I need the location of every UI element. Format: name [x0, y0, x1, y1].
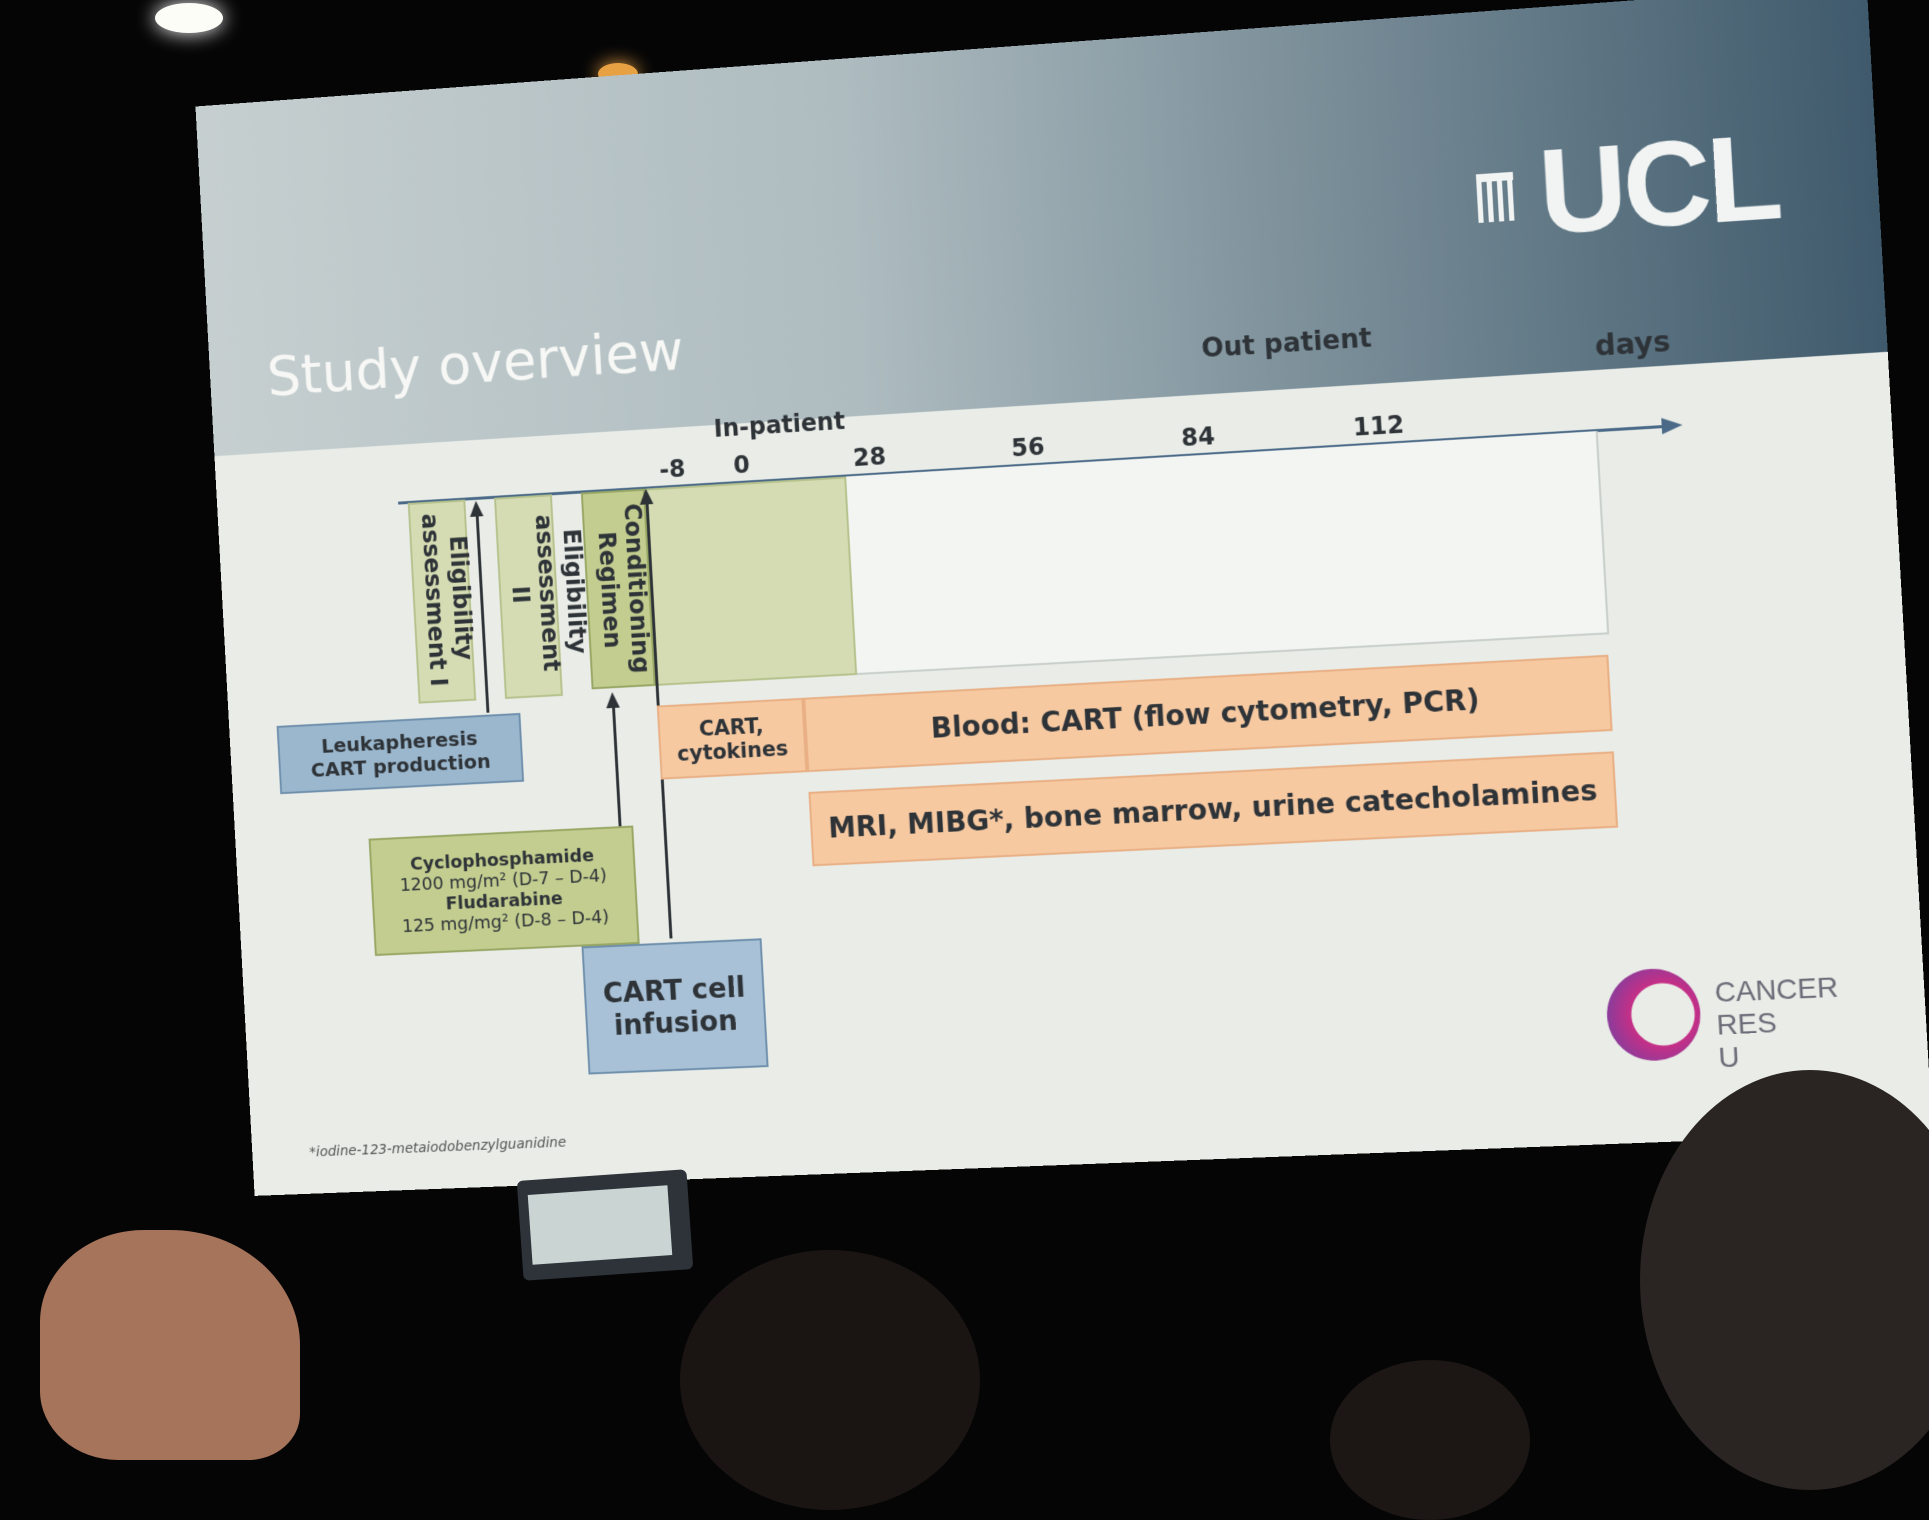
leukapheresis-box: Leukapheresis CART production	[277, 713, 524, 794]
arrowhead-icon	[605, 692, 619, 708]
blood-monitoring-bar: Blood: CART (flow cytometry, PCR)	[803, 655, 1612, 772]
chemotherapy-box: Cyclophosphamide 1200 mg/m² (D-7 – D-4) …	[369, 826, 640, 956]
partner-logo-text: CANCER	[1714, 971, 1839, 1009]
axis-unit-label: days	[1594, 325, 1671, 363]
chemo-arrow-line	[612, 708, 621, 826]
conditioning-regimen-label: ConditioningRegimen	[591, 499, 655, 679]
audience-head	[680, 1250, 980, 1510]
phone-screen	[528, 1185, 673, 1265]
axis-arrowhead-icon	[1661, 417, 1683, 435]
tick-label: 112	[1352, 410, 1405, 441]
audience-head	[1330, 1360, 1530, 1520]
inpatient-region	[639, 477, 857, 687]
tick-label: 28	[852, 442, 886, 472]
tick-label: -8	[659, 455, 686, 484]
ucl-portico-icon	[1476, 172, 1516, 223]
drug-dose: 125 mg/mg² (D-8 – D-4)	[401, 907, 609, 937]
partner-logo-text: RES	[1716, 1007, 1778, 1042]
arrowhead-icon	[639, 488, 653, 505]
cart-infusion-line: infusion	[613, 1004, 738, 1042]
footnote: *iodine-123-metaiodobenzylguanidine	[309, 1135, 567, 1161]
tick-label: 84	[1180, 422, 1215, 452]
tick-label: 0	[733, 451, 751, 480]
cancer-research-logo	[1605, 967, 1703, 1063]
arrowhead-icon	[469, 500, 483, 516]
imaging-label: MRI, MIBG*, bone marrow, urine catechola…	[827, 774, 1598, 845]
eligibility-assessment-1-label: Eligibilityassessment I	[416, 509, 479, 688]
tick-label: 56	[1011, 432, 1046, 462]
imaging-bar: MRI, MIBG*, bone marrow, urine catechola…	[808, 751, 1618, 866]
cart-cytokines-line: CART,	[698, 713, 764, 740]
projection-screen: UCL Study overview Out patient In-patien…	[195, 0, 1929, 1196]
eligibility-assessment-2-label: Eligibilityassessment II	[502, 502, 593, 684]
blood-monitoring-label: Blood: CART (flow cytometry, PCR)	[930, 683, 1480, 745]
ceiling-light	[155, 3, 223, 33]
partner-logo-text: U	[1718, 1041, 1741, 1075]
cart-cytokines-line: cytokines	[677, 736, 789, 765]
cart-cytokines-box: CART, cytokines	[657, 698, 808, 780]
ucl-logo: UCL	[1535, 108, 1782, 263]
cart-infusion-box: CART cell infusion	[582, 938, 769, 1074]
audience-hand	[40, 1230, 300, 1460]
